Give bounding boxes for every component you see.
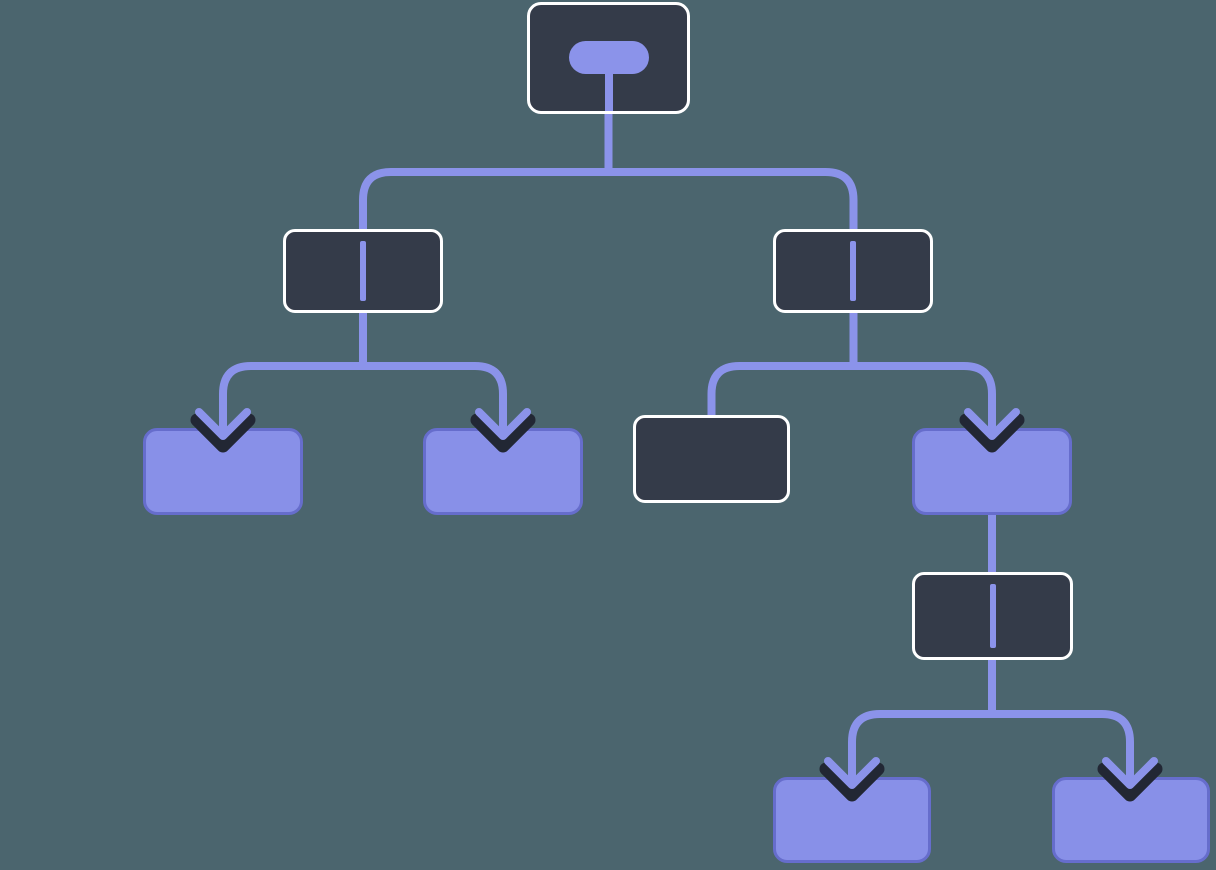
- node-leaf-4[interactable]: [773, 777, 931, 863]
- connector-line-branch-right-split: [707, 362, 996, 428]
- connector-line-branch-left-split: [219, 362, 507, 428]
- node-leaf-5[interactable]: [1052, 777, 1210, 863]
- node-root[interactable]: [527, 2, 690, 114]
- node-leaf-3[interactable]: [912, 428, 1072, 515]
- connector-line-bottom-split: [848, 710, 1134, 777]
- node-divider-bar: [989, 584, 996, 648]
- node-divider-bar: [850, 241, 856, 301]
- root-pill-stem: [604, 67, 613, 111]
- node-divider-bar: [360, 241, 366, 301]
- node-dark-leaf[interactable]: [633, 415, 790, 503]
- node-leaf-2[interactable]: [423, 428, 583, 515]
- connector-line-root-split: [359, 168, 858, 229]
- node-branch-bottom[interactable]: [912, 572, 1073, 660]
- node-branch-right[interactable]: [773, 229, 933, 313]
- node-leaf-1[interactable]: [143, 428, 303, 515]
- node-branch-left[interactable]: [283, 229, 443, 313]
